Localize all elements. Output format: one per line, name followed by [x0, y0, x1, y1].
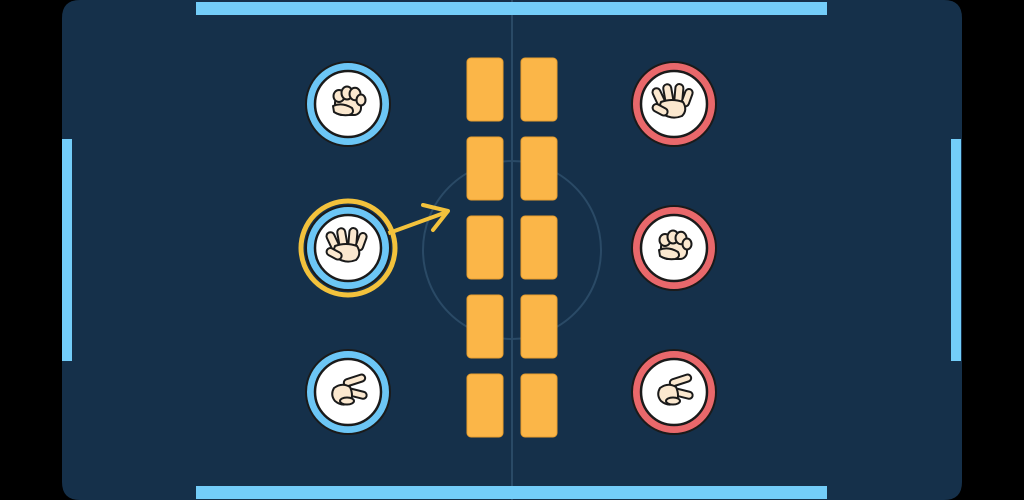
center-blocks: [466, 57, 558, 438]
top-wall: [196, 2, 827, 15]
block-left-1: [466, 57, 504, 122]
rock-hand-icon: [332, 85, 367, 117]
playing-field: [62, 0, 962, 500]
aim-arrow-head: [421, 203, 450, 232]
block-right-1: [520, 57, 558, 122]
block-right-3: [520, 215, 558, 280]
block-left-4: [466, 294, 504, 359]
right-token-rock[interactable]: [631, 205, 717, 291]
block-left-2: [466, 136, 504, 201]
selection-indicator: [298, 198, 450, 298]
block-right-4: [520, 294, 558, 359]
walls: [62, 2, 961, 499]
left-token-rock[interactable]: [305, 61, 391, 147]
block-left-3: [466, 215, 504, 280]
aim-arrow-shaft: [387, 211, 446, 235]
player-tokens: [305, 61, 717, 435]
left-token-scissors[interactable]: [305, 349, 391, 435]
right-wall: [951, 139, 961, 361]
right-token-scissors[interactable]: [631, 349, 717, 435]
bottom-wall: [196, 486, 827, 499]
left-token-paper[interactable]: [305, 205, 391, 291]
selection-ring: [298, 198, 398, 298]
block-left-5: [466, 373, 504, 438]
center-circle: [422, 160, 602, 340]
block-right-2: [520, 136, 558, 201]
rock-hand-icon: [658, 229, 693, 261]
right-token-paper[interactable]: [631, 61, 717, 147]
left-wall: [62, 139, 72, 361]
block-right-5: [520, 373, 558, 438]
